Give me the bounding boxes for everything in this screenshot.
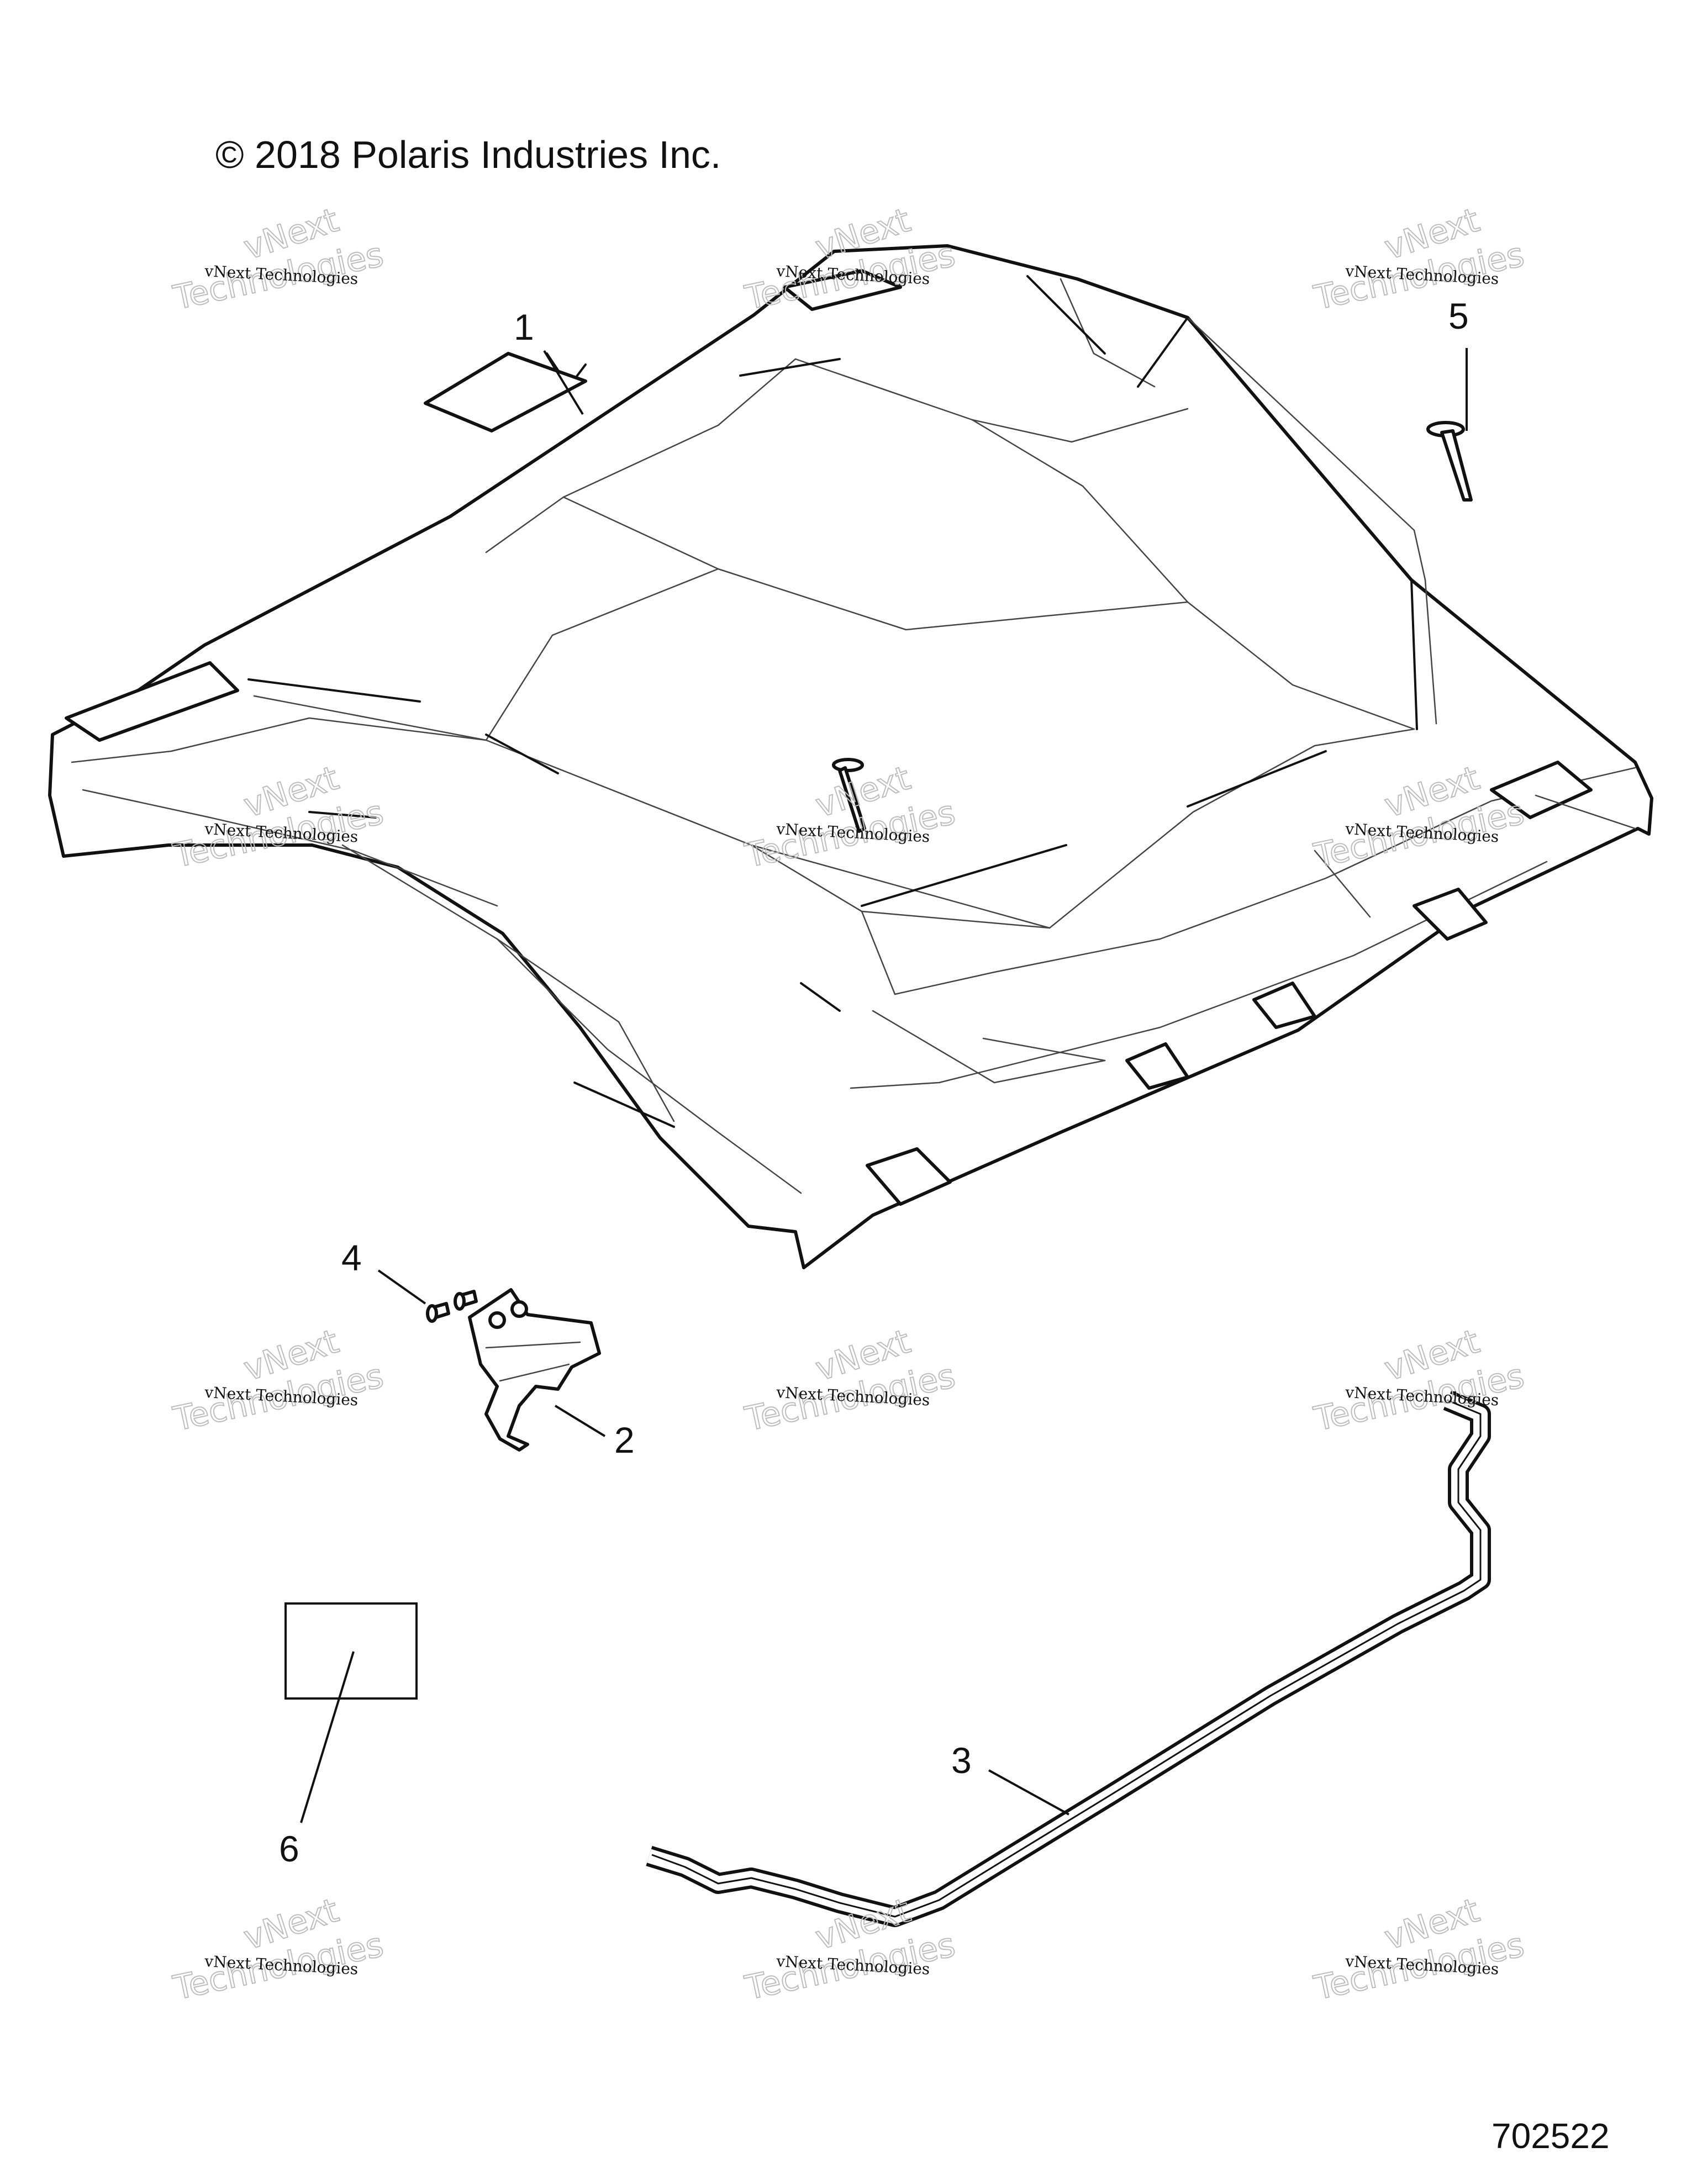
installed-fastener [832, 758, 866, 833]
watermark: vNext Technologies vNext Technologies [170, 1322, 388, 1439]
part-4-screws [377, 1269, 478, 1323]
part-1-roof [48, 244, 1653, 1269]
watermark: vNext Technologies vNext Technologies [170, 1891, 388, 2008]
callout-4: 4 [341, 1237, 362, 1278]
diagram-id: 702522 [1492, 2116, 1610, 2156]
watermark: vNext Technologies vNext Technologies [741, 1322, 960, 1439]
part-5-push-rivet [1426, 348, 1473, 502]
callout-3: 3 [951, 1740, 972, 1781]
callout-2: 2 [614, 1420, 635, 1460]
part-3-seal-strip [646, 1390, 1491, 1927]
part-6-label [284, 1602, 418, 1823]
watermarks: vNext Technologies vNext Technologies vN… [170, 201, 1529, 2008]
leader-1 [543, 350, 584, 415]
callout-6: 6 [279, 1828, 299, 1869]
callout-1: 1 [514, 307, 534, 347]
watermark: vNext Technologies vNext Technologies [1310, 1322, 1529, 1439]
watermark: vNext Technologies vNext Technologies [1310, 1891, 1529, 2008]
copyright-notice: © 2018 Polaris Industries Inc. [215, 133, 721, 176]
watermark: vNext Technologies vNext Technologies [170, 201, 388, 318]
part-2-bracket [468, 1288, 606, 1452]
watermark: vNext Technologies vNext Technologies [1310, 201, 1529, 318]
callout-5: 5 [1448, 296, 1469, 336]
